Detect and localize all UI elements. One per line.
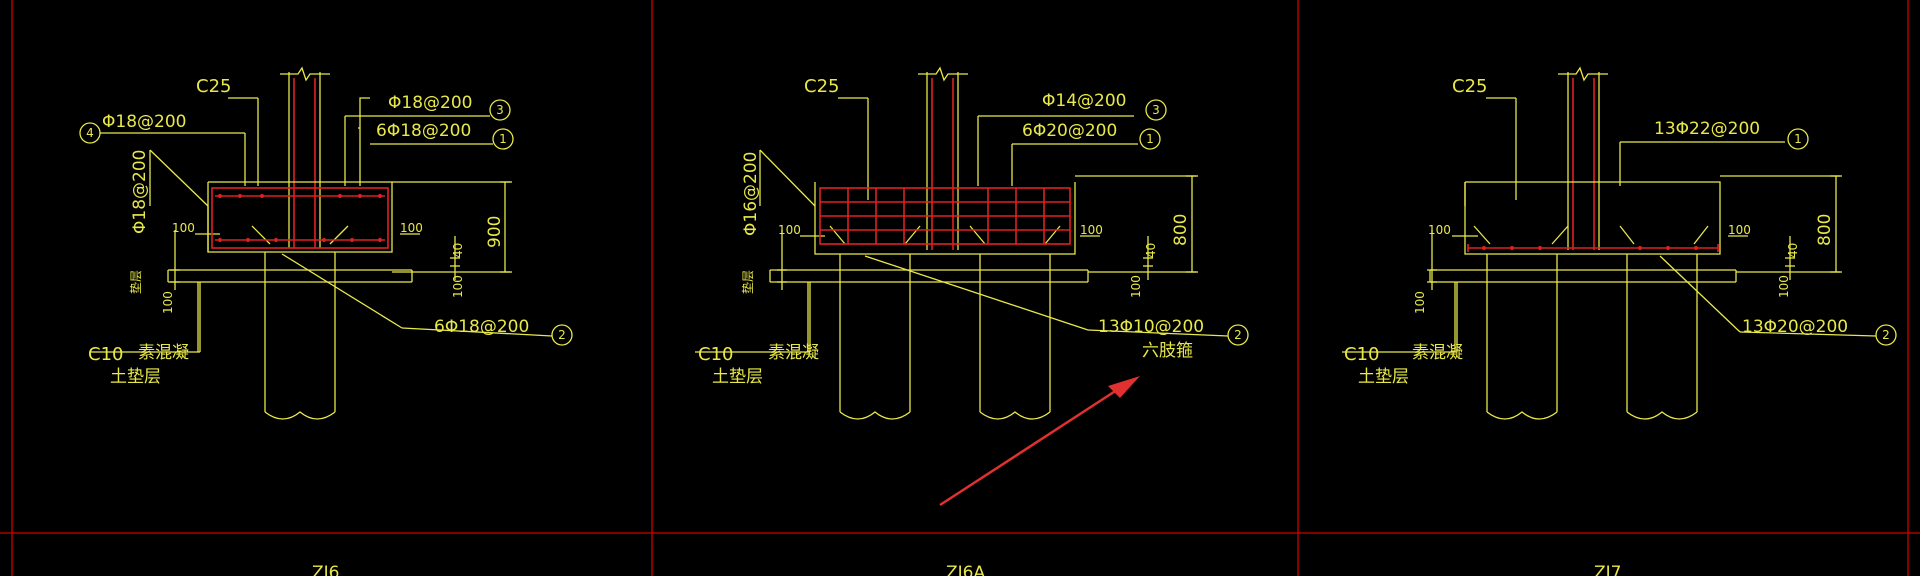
side-bar-label: 6Φ18@200: [376, 121, 471, 141]
dim-100-bottom: 100: [451, 275, 465, 298]
pad-material-label: 素混凝: [138, 343, 189, 363]
dim-40-label: 40: [1144, 243, 1158, 258]
concrete-grade-label: C25: [1452, 76, 1487, 97]
side-bar-tag: 1: [1794, 132, 1802, 146]
top-bar-tag: 3: [496, 103, 504, 117]
top-bar-label: Φ14@200: [1042, 91, 1126, 111]
cover-note: 垫层: [740, 270, 755, 294]
vertical-bar-label: Φ18@200: [130, 150, 150, 234]
bottom-bar-label: 13Φ10@200: [1098, 317, 1204, 337]
dim-100-left: 100: [778, 223, 801, 237]
dim-height-label: 800: [1815, 214, 1835, 246]
bottom-bar-tag: 2: [558, 328, 566, 342]
pad-grade-label: C10: [88, 344, 123, 365]
soil-layer-label: 土垫层: [712, 367, 763, 387]
left-bar-label: Φ18@200: [102, 112, 186, 132]
dim-100-left: 100: [1428, 223, 1451, 237]
pad-material-label: 素混凝: [768, 343, 819, 363]
soil-layer-label: 土垫层: [1358, 367, 1409, 387]
dim-40-label: 40: [451, 243, 465, 258]
footing-detail-2[interactable]: C25 Φ14@200 3 6Φ20@200 1 Φ16@200 13Φ10@2…: [695, 66, 1249, 576]
cover-note: 垫层: [128, 270, 143, 294]
side-bar-label: 13Φ22@200: [1654, 119, 1760, 139]
left-bar-tag: 4: [86, 126, 94, 140]
side-bar-tag: 1: [1146, 132, 1154, 146]
dim-height-label: 900: [485, 216, 505, 248]
annotation-arrow: [939, 376, 1140, 507]
footing-detail-1[interactable]: C25 Φ18@200 3 6Φ18@200 1 Φ18@200 4 Φ18@2…: [79, 66, 573, 576]
dim-100-right: 100: [1728, 223, 1751, 237]
top-bar-label: Φ18@200: [388, 93, 472, 113]
detail-caption: ZJ6: [312, 563, 339, 576]
pad-material-label: 素混凝: [1412, 343, 1463, 363]
dim-100-bottom: 100: [1777, 275, 1791, 298]
dim-100-right: 100: [400, 221, 423, 235]
soil-layer-label: 土垫层: [110, 367, 161, 387]
bottom-bar-tag: 2: [1234, 328, 1242, 342]
dim-100-left: 100: [172, 221, 195, 235]
dim-100-pad: 100: [1413, 291, 1427, 314]
side-bar-label: 6Φ20@200: [1022, 121, 1117, 141]
dim-100-bottom: 100: [1129, 275, 1143, 298]
vertical-bar-label: Φ16@200: [741, 152, 761, 236]
dim-100-right: 100: [1080, 223, 1103, 237]
bottom-note: 六肢箍: [1142, 341, 1193, 361]
pad-grade-label: C10: [1344, 344, 1379, 365]
detail-caption: ZJ6A: [946, 563, 985, 576]
detail-caption: ZJ7: [1594, 563, 1621, 576]
bottom-bar-label: 6Φ18@200: [434, 317, 529, 337]
bottom-bar-tag: 2: [1882, 328, 1890, 342]
concrete-grade-label: C25: [196, 76, 231, 97]
dim-100-pad: 100: [161, 291, 175, 314]
concrete-grade-label: C25: [804, 76, 839, 97]
side-bar-tag: 1: [499, 132, 507, 146]
dim-40-label: 40: [1786, 243, 1800, 258]
dim-height-label: 800: [1171, 214, 1191, 246]
pad-grade-label: C10: [698, 344, 733, 365]
footing-detail-3[interactable]: C25 13Φ22@200 1 13Φ20@200 2 800 100 100 …: [1342, 66, 1897, 576]
top-bar-tag: 3: [1152, 103, 1160, 117]
bottom-bar-label: 13Φ20@200: [1742, 317, 1848, 337]
